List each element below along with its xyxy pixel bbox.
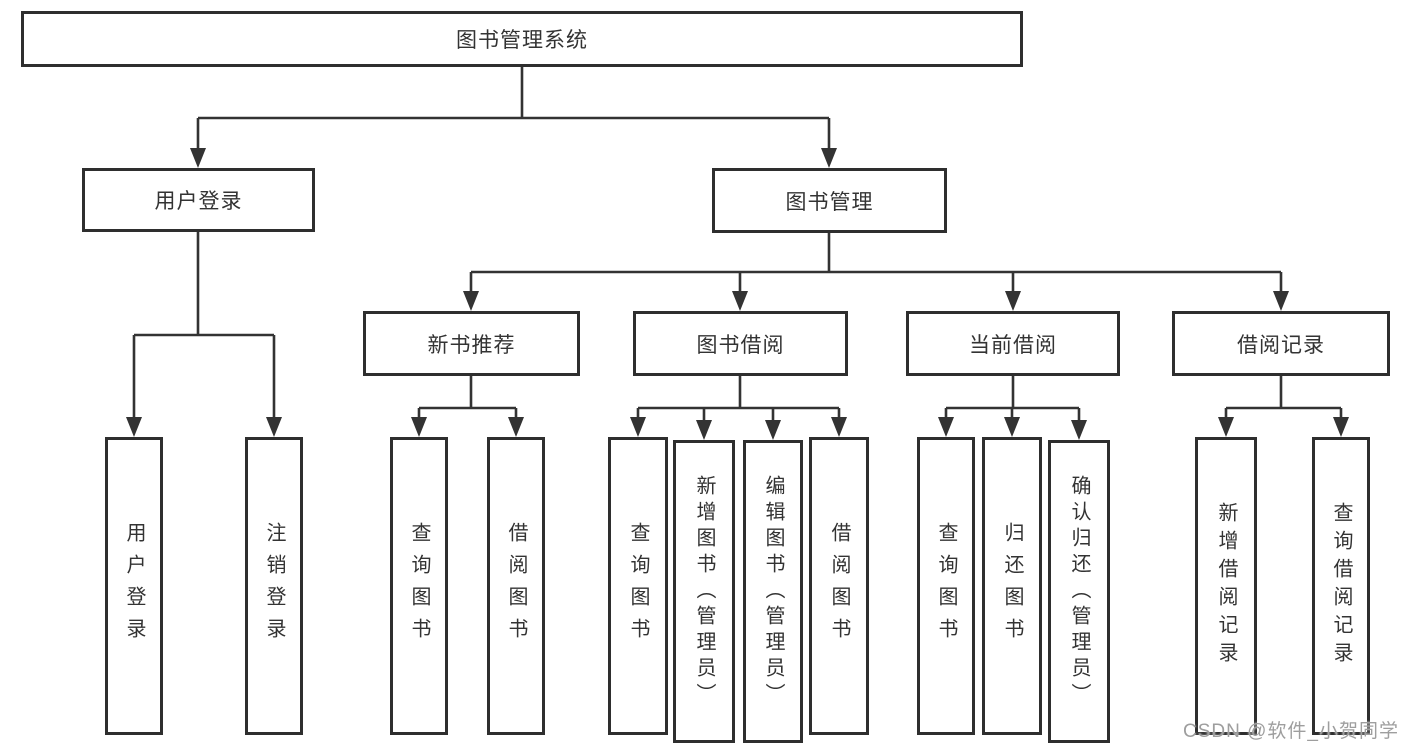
leaf-recommend-query-book: 查询图书 (390, 437, 448, 735)
leaf-confirm-return-admin: 确认归还（管理员） (1048, 440, 1110, 743)
arrowheads (126, 148, 1349, 440)
node-book-borrow: 图书借阅 (633, 311, 848, 376)
node-new-book-recommend: 新书推荐 (363, 311, 580, 376)
watermark: CSDN @软件_小贺同学 (1183, 721, 1399, 742)
node-library-management-system: 图书管理系统 (21, 11, 1023, 67)
leaf-recommend-borrow-book: 借阅图书 (487, 437, 545, 735)
leaf-return-book: 归还图书 (982, 437, 1042, 735)
leaf-edit-book-admin: 编辑图书（管理员） (743, 440, 803, 743)
node-user-login: 用户登录 (82, 168, 315, 232)
leaf-add-borrow-record: 新增借阅记录 (1195, 437, 1257, 735)
leaf-add-book-admin: 新增图书（管理员） (673, 440, 735, 743)
leaf-borrow-query-book: 查询图书 (608, 437, 668, 735)
leaf-user-login: 用户登录 (105, 437, 163, 735)
leaf-current-query-book: 查询图书 (917, 437, 975, 735)
leaf-borrow-borrow-book: 借阅图书 (809, 437, 869, 735)
node-borrow-records: 借阅记录 (1172, 311, 1390, 376)
node-current-borrow: 当前借阅 (906, 311, 1120, 376)
node-book-management: 图书管理 (712, 168, 947, 233)
leaf-logout: 注销登录 (245, 437, 303, 735)
leaf-query-borrow-record: 查询借阅记录 (1312, 437, 1370, 735)
